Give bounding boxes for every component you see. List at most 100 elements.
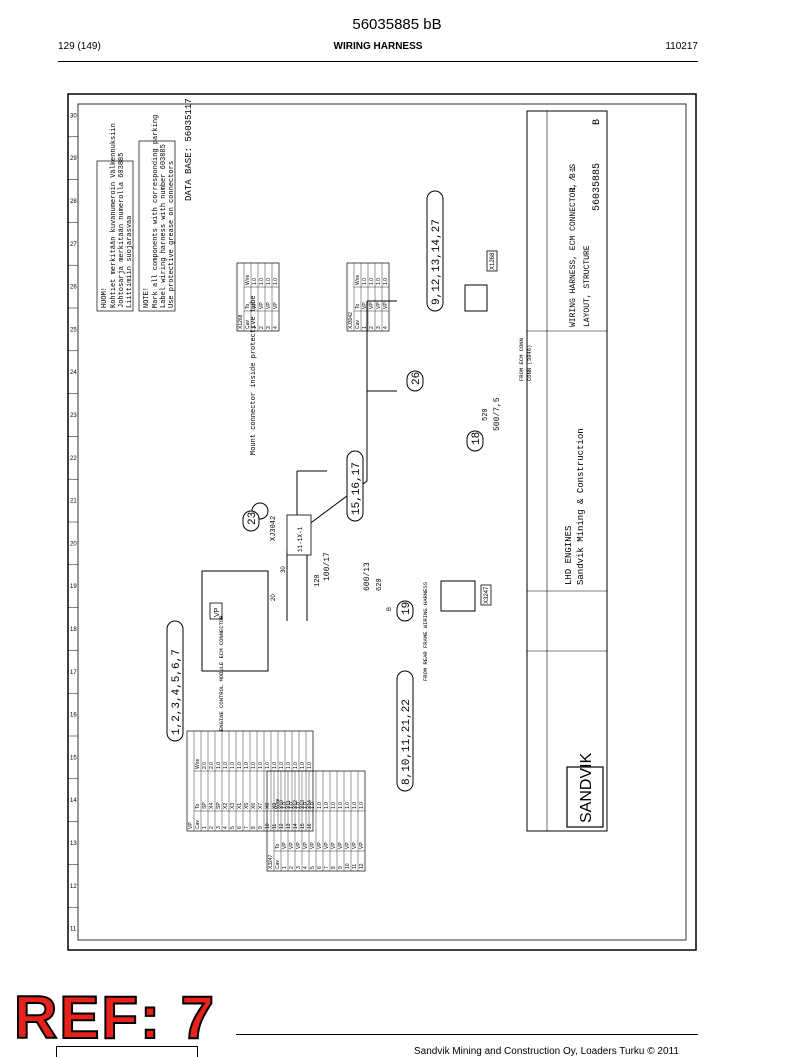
column-number: 13 — [70, 841, 77, 847]
column-number: 26 — [70, 285, 77, 291]
drawing-title-2: LAYOUT, STRUCTURE — [583, 245, 592, 327]
ecm-note: ENGINE CONTROL MODULE ECM CONNECTOR — [218, 615, 225, 731]
table-cell: 1 — [362, 326, 368, 329]
table-cell: X13 — [300, 800, 306, 809]
table-header: Cav — [245, 320, 251, 329]
header-rule — [58, 61, 698, 62]
ref-stamp: REF: 7 — [13, 984, 217, 1051]
note-fi-heading: HUOM! — [101, 287, 109, 308]
table-cell: X5 — [244, 803, 250, 809]
table-cell: 1.0 — [331, 802, 337, 809]
table-cell: 2 — [289, 866, 295, 869]
note-en-line-3: Use protective grease on connectors — [168, 161, 176, 308]
table-cell: 2.0 — [209, 762, 215, 769]
table-cell: VP — [296, 842, 302, 849]
table-name: X3247 — [268, 854, 274, 869]
fuse-note: FROM ECM CONN — [518, 338, 525, 381]
splice-label: 11-1X-1 — [297, 526, 304, 552]
table-cell: VP — [317, 842, 323, 849]
vp-connector: VP — [201, 570, 269, 672]
table-cell: X14 — [307, 800, 313, 809]
table-cell: 8 — [251, 826, 257, 829]
footer-copyright: Sandvik Mining and Construction Oy, Load… — [414, 1046, 679, 1057]
table-cell: SP — [202, 802, 208, 809]
table-cell: 3 — [296, 866, 302, 869]
table-cell: VP — [289, 842, 295, 849]
table-cell: 1.0 — [310, 802, 316, 809]
balloon-b26: 26 — [411, 372, 423, 385]
table-header: Wire — [275, 799, 281, 809]
table-cell: 9 — [338, 866, 344, 869]
table-header: Wire — [355, 275, 361, 285]
table-cell: X1 — [237, 803, 243, 809]
footer-logo — [56, 1046, 198, 1057]
table-name: VP — [188, 822, 194, 829]
item-balloons: 1,2,3,4,5,6,78,10,11,21,229,12,13,14,271… — [166, 190, 484, 792]
column-number: 28 — [70, 199, 77, 205]
table-cell: SP — [216, 802, 222, 809]
page-title: 56035885 bB — [352, 16, 442, 33]
table-cell: 5 — [310, 866, 316, 869]
table-cell: 12 — [359, 863, 365, 869]
table-cell: 4 — [303, 866, 309, 869]
note-en-line-1: Mark all components with corresponding p… — [152, 115, 160, 308]
table-cell: X2 — [223, 803, 229, 809]
segment-520: 520 — [482, 408, 490, 421]
table-cell: 10 — [265, 823, 271, 829]
table-cell: 1.0 — [237, 762, 243, 769]
table-cell: 1.0 — [352, 802, 358, 809]
data-base-label: DATA BASE: 56035117 — [184, 98, 194, 201]
segment-500: 500/7,5 — [493, 397, 502, 431]
segment-600-13: 600/13 — [363, 562, 372, 591]
note-fi-line-2: Johtosarja merkitään numerolla 603885 — [118, 153, 126, 308]
table-cell: 6 — [317, 866, 323, 869]
table-cell: 1.0 — [303, 802, 309, 809]
table-cell: 5 — [230, 826, 236, 829]
balloon-b18: 18 — [471, 432, 483, 445]
column-number: 19 — [70, 584, 77, 590]
table-cell: 1.0 — [282, 802, 288, 809]
mount-note: Mount connector inside protective tube — [250, 295, 258, 455]
table-cell: 1.0 — [317, 802, 323, 809]
fuse-sub: CONN (3846) — [526, 345, 533, 381]
table-cell: 2 — [259, 326, 265, 329]
revision: B — [592, 119, 603, 125]
table-cell: 1.0 — [324, 802, 330, 809]
table-cell: X3 — [230, 803, 236, 809]
table-cell: X6 — [251, 803, 257, 809]
table-cell: VP — [331, 842, 337, 849]
note-en-line-2: Label wiring harness with number 603885 — [160, 144, 168, 308]
table-cell: VP — [324, 842, 330, 849]
table-cell: 4 — [273, 326, 279, 329]
table-cell: 3 — [376, 326, 382, 329]
balloon-b19: 19 — [401, 602, 413, 615]
x1268-connector: X1268 — [464, 250, 498, 312]
table-cell: 13 — [286, 823, 292, 829]
table-cell: VP — [266, 302, 272, 309]
column-number: 29 — [70, 156, 77, 162]
tag-b: B — [387, 607, 393, 611]
table-header: Cav — [355, 320, 361, 329]
drawing-title-1: WIRING HARNESS, ECM CONNECTOR, B-S — [569, 164, 578, 327]
column-number: 23 — [70, 413, 77, 419]
table-cell: 1.0 — [244, 762, 250, 769]
section-title: WIRING HARNESS — [333, 41, 423, 52]
column-number: 30 — [70, 113, 77, 119]
table-header: Cav — [275, 860, 281, 869]
table-header: Wire — [245, 275, 251, 285]
table-cell: 1.0 — [286, 762, 292, 769]
xj3042-label: XJ3042 — [270, 516, 278, 541]
table-cell: 15 — [300, 823, 306, 829]
column-number: 14 — [70, 798, 77, 804]
table-cell: VP — [362, 302, 368, 309]
table-cell: 1.0 — [338, 802, 344, 809]
segment-20: 20 — [271, 594, 277, 601]
vp-label: VP — [214, 607, 221, 617]
note-fi-line-1: Kohtiet merkitään kuvanumeroin Välkennuk… — [110, 123, 118, 308]
balloon-b1: 1,2,3,4,5,6,7 — [171, 649, 183, 735]
table-cell: 1.0 — [251, 762, 257, 769]
table-cell: 7 — [324, 866, 330, 869]
segment-620: 620 — [376, 578, 384, 591]
